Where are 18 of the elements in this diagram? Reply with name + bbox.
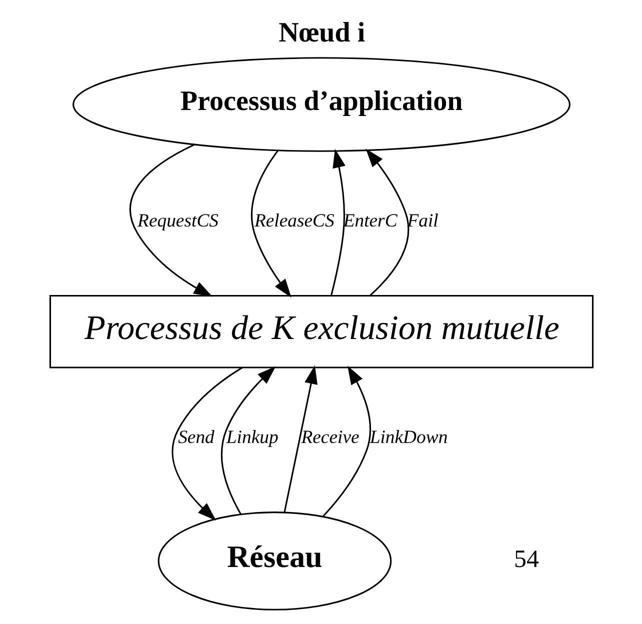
node-box: Processus de K exclusion mutuelle — [48, 294, 594, 368]
edge-label: Receive — [300, 427, 359, 448]
arrow — [322, 366, 370, 518]
edge-label: Linkup — [226, 427, 278, 448]
arrow — [129, 144, 212, 297]
node-ellipse: Réseau — [157, 512, 392, 610]
edge-label: ReleaseCS — [254, 210, 334, 232]
arrow — [171, 366, 242, 521]
arrow — [220, 366, 276, 515]
edge-label: RequestCS — [137, 210, 218, 232]
diagram-title: Nœud i — [278, 18, 365, 49]
label: 54 — [514, 546, 538, 573]
arrow — [330, 148, 345, 296]
arrow — [283, 365, 317, 513]
node-ellipse: Processus d’application — [72, 57, 570, 152]
arrow — [250, 150, 291, 298]
edge-label: LinkDown — [369, 427, 448, 448]
edge-label: Send — [178, 427, 214, 448]
